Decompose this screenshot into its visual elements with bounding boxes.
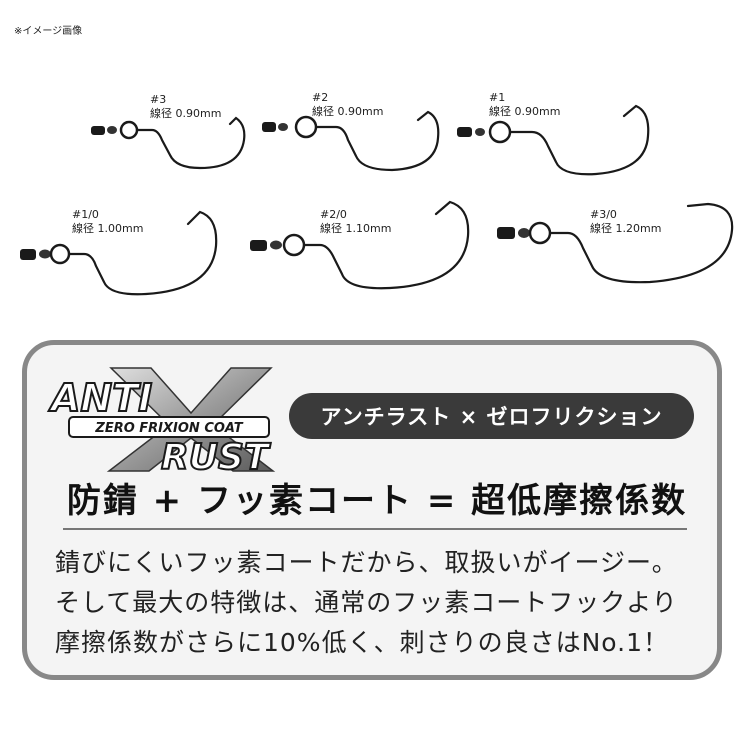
hook-size: #2	[312, 91, 329, 104]
hook-wire-diameter: 線径 0.90mm	[312, 105, 384, 118]
feature-pill: アンチラスト × ゼロフリクション	[289, 393, 694, 439]
logo-anti-text: ANTI	[48, 376, 152, 420]
hook-2-drawing	[262, 110, 440, 172]
logo-coat-text: ZERO FRIXION COAT	[94, 421, 243, 436]
anti-rust-logo: ANTI ZERO FRIXION COAT RUST	[47, 367, 276, 473]
hook-wire-diameter: 線径 0.90mm	[150, 107, 222, 120]
description: 錆びにくいフッ素コートだから、取扱いがイージー。 そして最大の特徴は、通常のフッ…	[55, 543, 705, 663]
hook-label-1-0: #1/0 線径 1.00mm	[72, 208, 143, 236]
hook-size: #3/0	[590, 208, 617, 221]
hook-size: #1	[489, 91, 506, 104]
headline: 防錆 + フッ素コート = 超低摩擦係数	[66, 481, 688, 521]
hook-label-3: #3 線径 0.90mm	[150, 93, 221, 121]
hook-2-0-drawing	[250, 200, 470, 290]
hook-label-1: #1 線径 0.90mm	[489, 91, 560, 119]
description-line: そして最大の特徴は、通常のフッ素コートフックより	[55, 588, 678, 617]
hook-1-0-drawing	[20, 210, 218, 296]
description-line: 錆びにくいフッ素コートだから、取扱いがイージー。	[55, 548, 678, 577]
divider	[63, 528, 687, 530]
image-note: ※イメージ画像	[14, 26, 83, 37]
hook-label-2: #2 線径 0.90mm	[312, 91, 383, 119]
hook-illustrations	[20, 104, 734, 296]
hook-3-0-drawing	[497, 202, 734, 284]
hook-size: #1/0	[72, 208, 99, 221]
hook-3-drawing	[91, 116, 246, 170]
description-line: 摩擦係数がさらに10%低く、刺さりの良さはNo.1！	[55, 628, 669, 657]
hook-wire-diameter: 線径 0.90mm	[489, 105, 561, 118]
hook-size: #3	[150, 93, 167, 106]
info-panel: ANTI ZERO FRIXION COAT RUST アンチラスト × ゼロフ…	[22, 340, 722, 680]
hook-label-2-0: #2/0 線径 1.10mm	[320, 208, 391, 236]
hook-wire-diameter: 線径 1.10mm	[320, 222, 392, 235]
hook-size: #2/0	[320, 208, 347, 221]
logo-rust-text: RUST	[161, 437, 271, 473]
hook-label-3-0: #3/0 線径 1.20mm	[590, 208, 661, 236]
hook-1-drawing	[457, 104, 650, 176]
hook-wire-diameter: 線径 1.00mm	[72, 222, 144, 235]
hook-wire-diameter: 線径 1.20mm	[590, 222, 662, 235]
